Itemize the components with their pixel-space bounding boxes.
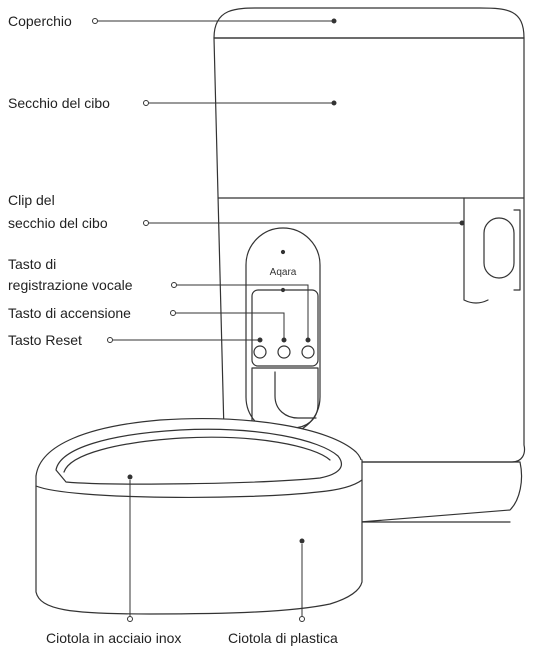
- leader-lines: [92, 18, 465, 622]
- control-panel: [245, 227, 321, 435]
- label-reset: Tasto Reset: [8, 332, 82, 348]
- label-ciotola-inox: Ciotola in acciaio inox: [46, 630, 182, 646]
- label-secchio: Secchio del cibo: [8, 95, 110, 111]
- power-button: [277, 345, 291, 359]
- food-bucket: [213, 37, 526, 463]
- label-clip-line1: Clip del: [8, 192, 55, 208]
- bowl: [35, 418, 363, 615]
- lid: [213, 7, 525, 39]
- label-coperchio: Coperchio: [8, 13, 72, 29]
- label-ciotola-plastica: Ciotola di plastica: [228, 630, 338, 646]
- label-voice-line1: Tasto di: [8, 256, 57, 272]
- voice-record-button: [301, 345, 315, 359]
- label-voice-line2: registrazione vocale: [8, 277, 133, 293]
- label-accensione: Tasto di accensione: [8, 305, 131, 321]
- feeder-base: [359, 461, 523, 523]
- aqara-logo: Aqara: [270, 267, 297, 278]
- reset-button: [253, 345, 267, 359]
- label-clip-line2: secchio del cibo: [8, 215, 108, 231]
